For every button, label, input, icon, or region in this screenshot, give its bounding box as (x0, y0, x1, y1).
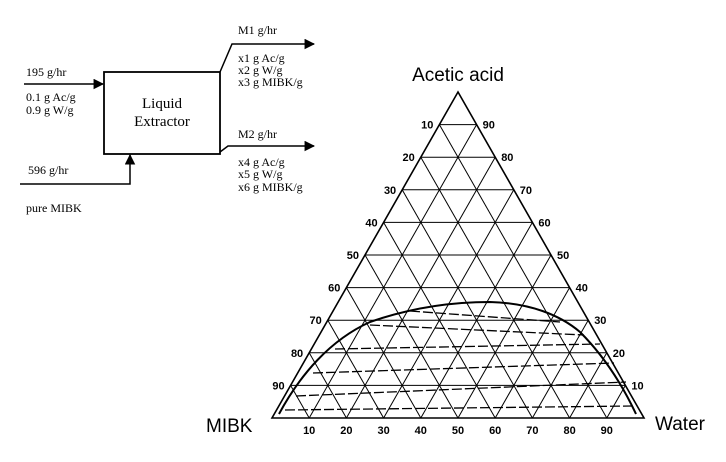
vertex-label-mibk: MIBK (206, 416, 253, 437)
solvent-flow-label: 596 g/hr (28, 163, 68, 177)
tie-line (409, 310, 561, 323)
outlet-top-flow-label: M1 g/hr (238, 23, 277, 37)
grid-line (438, 124, 608, 419)
right-tick-label: 20 (613, 348, 625, 360)
right-tick-label: 90 (483, 120, 495, 132)
grid-line (531, 319, 589, 419)
left-tick-label: 90 (272, 380, 284, 392)
left-tick-label: 60 (328, 283, 340, 295)
grid-line (327, 319, 385, 419)
outlet-top-x1: x1 g Ac/g (238, 51, 285, 65)
outlet-bottom-x5: x5 g W/g (238, 167, 282, 181)
extractor-label-line1: Liquid (142, 96, 182, 112)
outlet-bottom-x6: x6 g MIBK/g (238, 180, 303, 194)
extractor-label-line2: Extractor (134, 114, 190, 130)
tie-lines (284, 310, 633, 411)
vertex-label-water: Water (655, 414, 706, 435)
outlet-bottom-x4: x4 g Ac/g (238, 155, 285, 169)
left-tick-label: 50 (347, 250, 359, 262)
ternary-grid (290, 124, 626, 419)
tie-line (295, 381, 627, 397)
outlet-bottom-flow-label: M2 g/hr (238, 127, 277, 141)
binodal-curve (278, 300, 637, 415)
bottom-tick-label: 50 (452, 425, 464, 437)
left-tick-label: 70 (310, 315, 322, 327)
bottom-tick-label: 70 (526, 425, 538, 437)
tie-line (312, 362, 615, 374)
outlet-top-x2: x2 g W/g (238, 63, 282, 77)
solvent-arrow (20, 153, 136, 185)
feed-composition-w: 0.9 g W/g (26, 103, 73, 117)
bottom-tick-label: 40 (415, 425, 427, 437)
right-tick-label: 50 (557, 250, 569, 262)
right-tick-label: 10 (631, 380, 643, 392)
feed-flow-label: 195 g/hr (26, 65, 66, 79)
liquid-extractor-box (103, 71, 221, 155)
bottom-tick-label: 20 (340, 425, 352, 437)
bottom-tick-label: 90 (601, 425, 613, 437)
left-tick-label: 80 (291, 348, 303, 360)
right-tick-label: 60 (538, 217, 550, 229)
right-edge-tick-labels: 10 20 30 40 50 60 70 80 90 (483, 120, 644, 393)
bottom-edge-tick-labels: 10 20 30 40 50 60 70 80 90 (303, 425, 613, 437)
left-tick-label: 40 (365, 217, 377, 229)
bottom-tick-label: 60 (489, 425, 501, 437)
grid-line (345, 156, 496, 419)
vertex-label-acetic-acid: Acetic acid (412, 65, 504, 86)
left-tick-label: 20 (403, 152, 415, 164)
left-tick-label: 30 (384, 185, 396, 197)
grid-line (401, 189, 533, 419)
tie-line (334, 343, 601, 350)
outlet-top-x3: x3 g MIBK/g (238, 75, 303, 89)
solvent-composition-label: pure MIBK (26, 201, 82, 215)
outlet-top-arrow (219, 38, 316, 73)
triangle-outline (270, 90, 646, 419)
grid-line (457, 254, 552, 419)
grid-line (308, 124, 478, 419)
bottom-tick-label: 30 (377, 425, 389, 437)
ternary-diagram: Acetic acid MIBK Water 10 20 30 40 50 60 70 80 9… (206, 65, 706, 437)
left-tick-label: 10 (421, 120, 433, 132)
flow-diagram: Liquid Extractor 195 g/hr 0.1 g Ac/g 0.9… (20, 23, 316, 215)
tie-line (369, 324, 585, 336)
tie-line (284, 405, 633, 411)
left-edge-tick-labels: 10 20 30 40 50 60 70 80 90 (272, 120, 433, 393)
right-tick-label: 80 (501, 152, 513, 164)
grid-line (606, 385, 626, 419)
bottom-tick-label: 80 (563, 425, 575, 437)
outlet-bottom-arrow (219, 140, 316, 153)
grid-line (364, 254, 459, 419)
bottom-tick-label: 10 (303, 425, 315, 437)
feed-composition-ac: 0.1 g Ac/g (26, 90, 76, 104)
right-tick-label: 70 (520, 185, 532, 197)
right-tick-label: 40 (576, 283, 588, 295)
right-tick-label: 30 (594, 315, 606, 327)
grid-line (420, 156, 571, 419)
